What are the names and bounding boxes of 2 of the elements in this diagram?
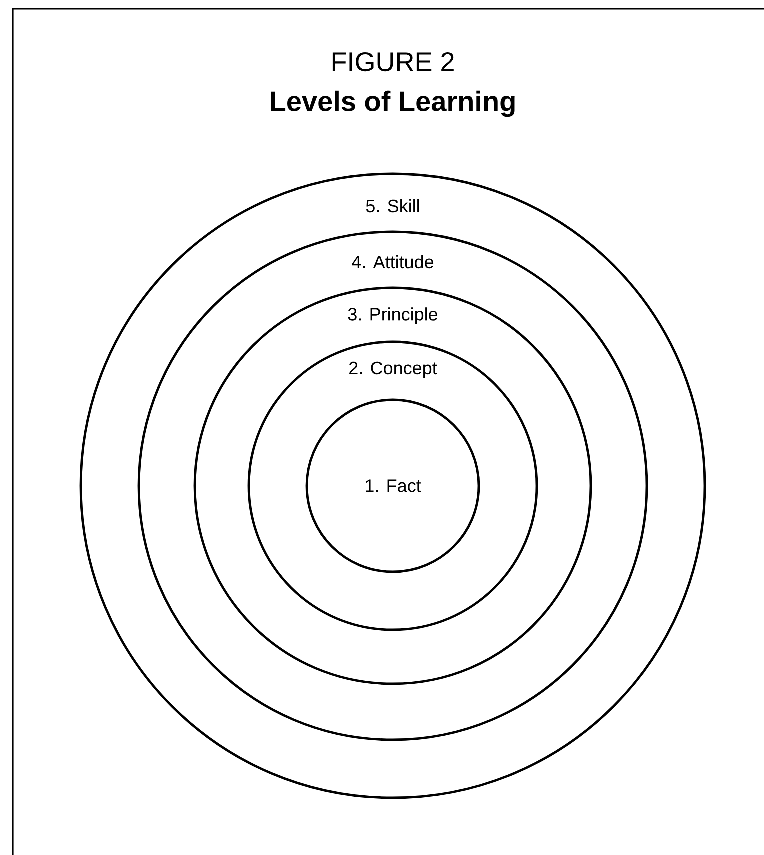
title: Levels of Learning <box>271 90 515 118</box>
figure-number: FIGURE 2 <box>332 52 454 72</box>
